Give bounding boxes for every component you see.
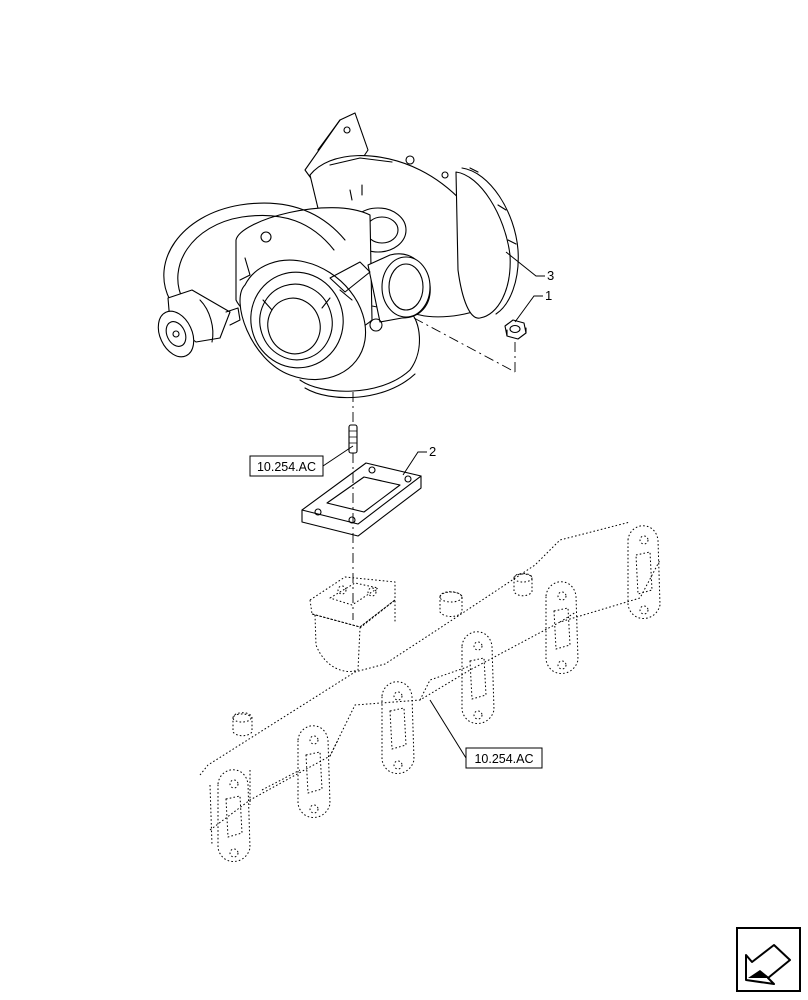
callout-2-label: 2 <box>429 444 436 459</box>
callout-1: 1 <box>514 288 552 323</box>
callout-1-label: 1 <box>545 288 552 303</box>
reference-label-top: 10.254.AC <box>257 460 316 474</box>
reference-box-top[interactable]: 10.254.AC <box>249 445 354 477</box>
port-flange-4 <box>381 681 415 774</box>
port-flange-2 <box>545 581 579 674</box>
callout-2: 2 <box>402 444 436 476</box>
nut <box>504 319 527 340</box>
port-flange-6 <box>217 769 251 862</box>
stud <box>348 424 358 454</box>
callout-3: 3 <box>505 251 554 283</box>
reference-label-bottom: 10.254.AC <box>474 752 533 766</box>
exhaust-manifold <box>199 521 661 862</box>
centerlines <box>352 317 516 620</box>
previous-page-arrow-icon[interactable] <box>736 927 801 992</box>
gasket <box>301 462 422 537</box>
turbocharger <box>157 112 519 399</box>
reference-box-bottom[interactable]: 10.254.AC <box>429 699 543 769</box>
port-flange-3 <box>461 631 495 724</box>
port-flange-1 <box>627 525 661 619</box>
callout-3-label: 3 <box>547 268 554 283</box>
port-flange-5 <box>297 725 331 818</box>
